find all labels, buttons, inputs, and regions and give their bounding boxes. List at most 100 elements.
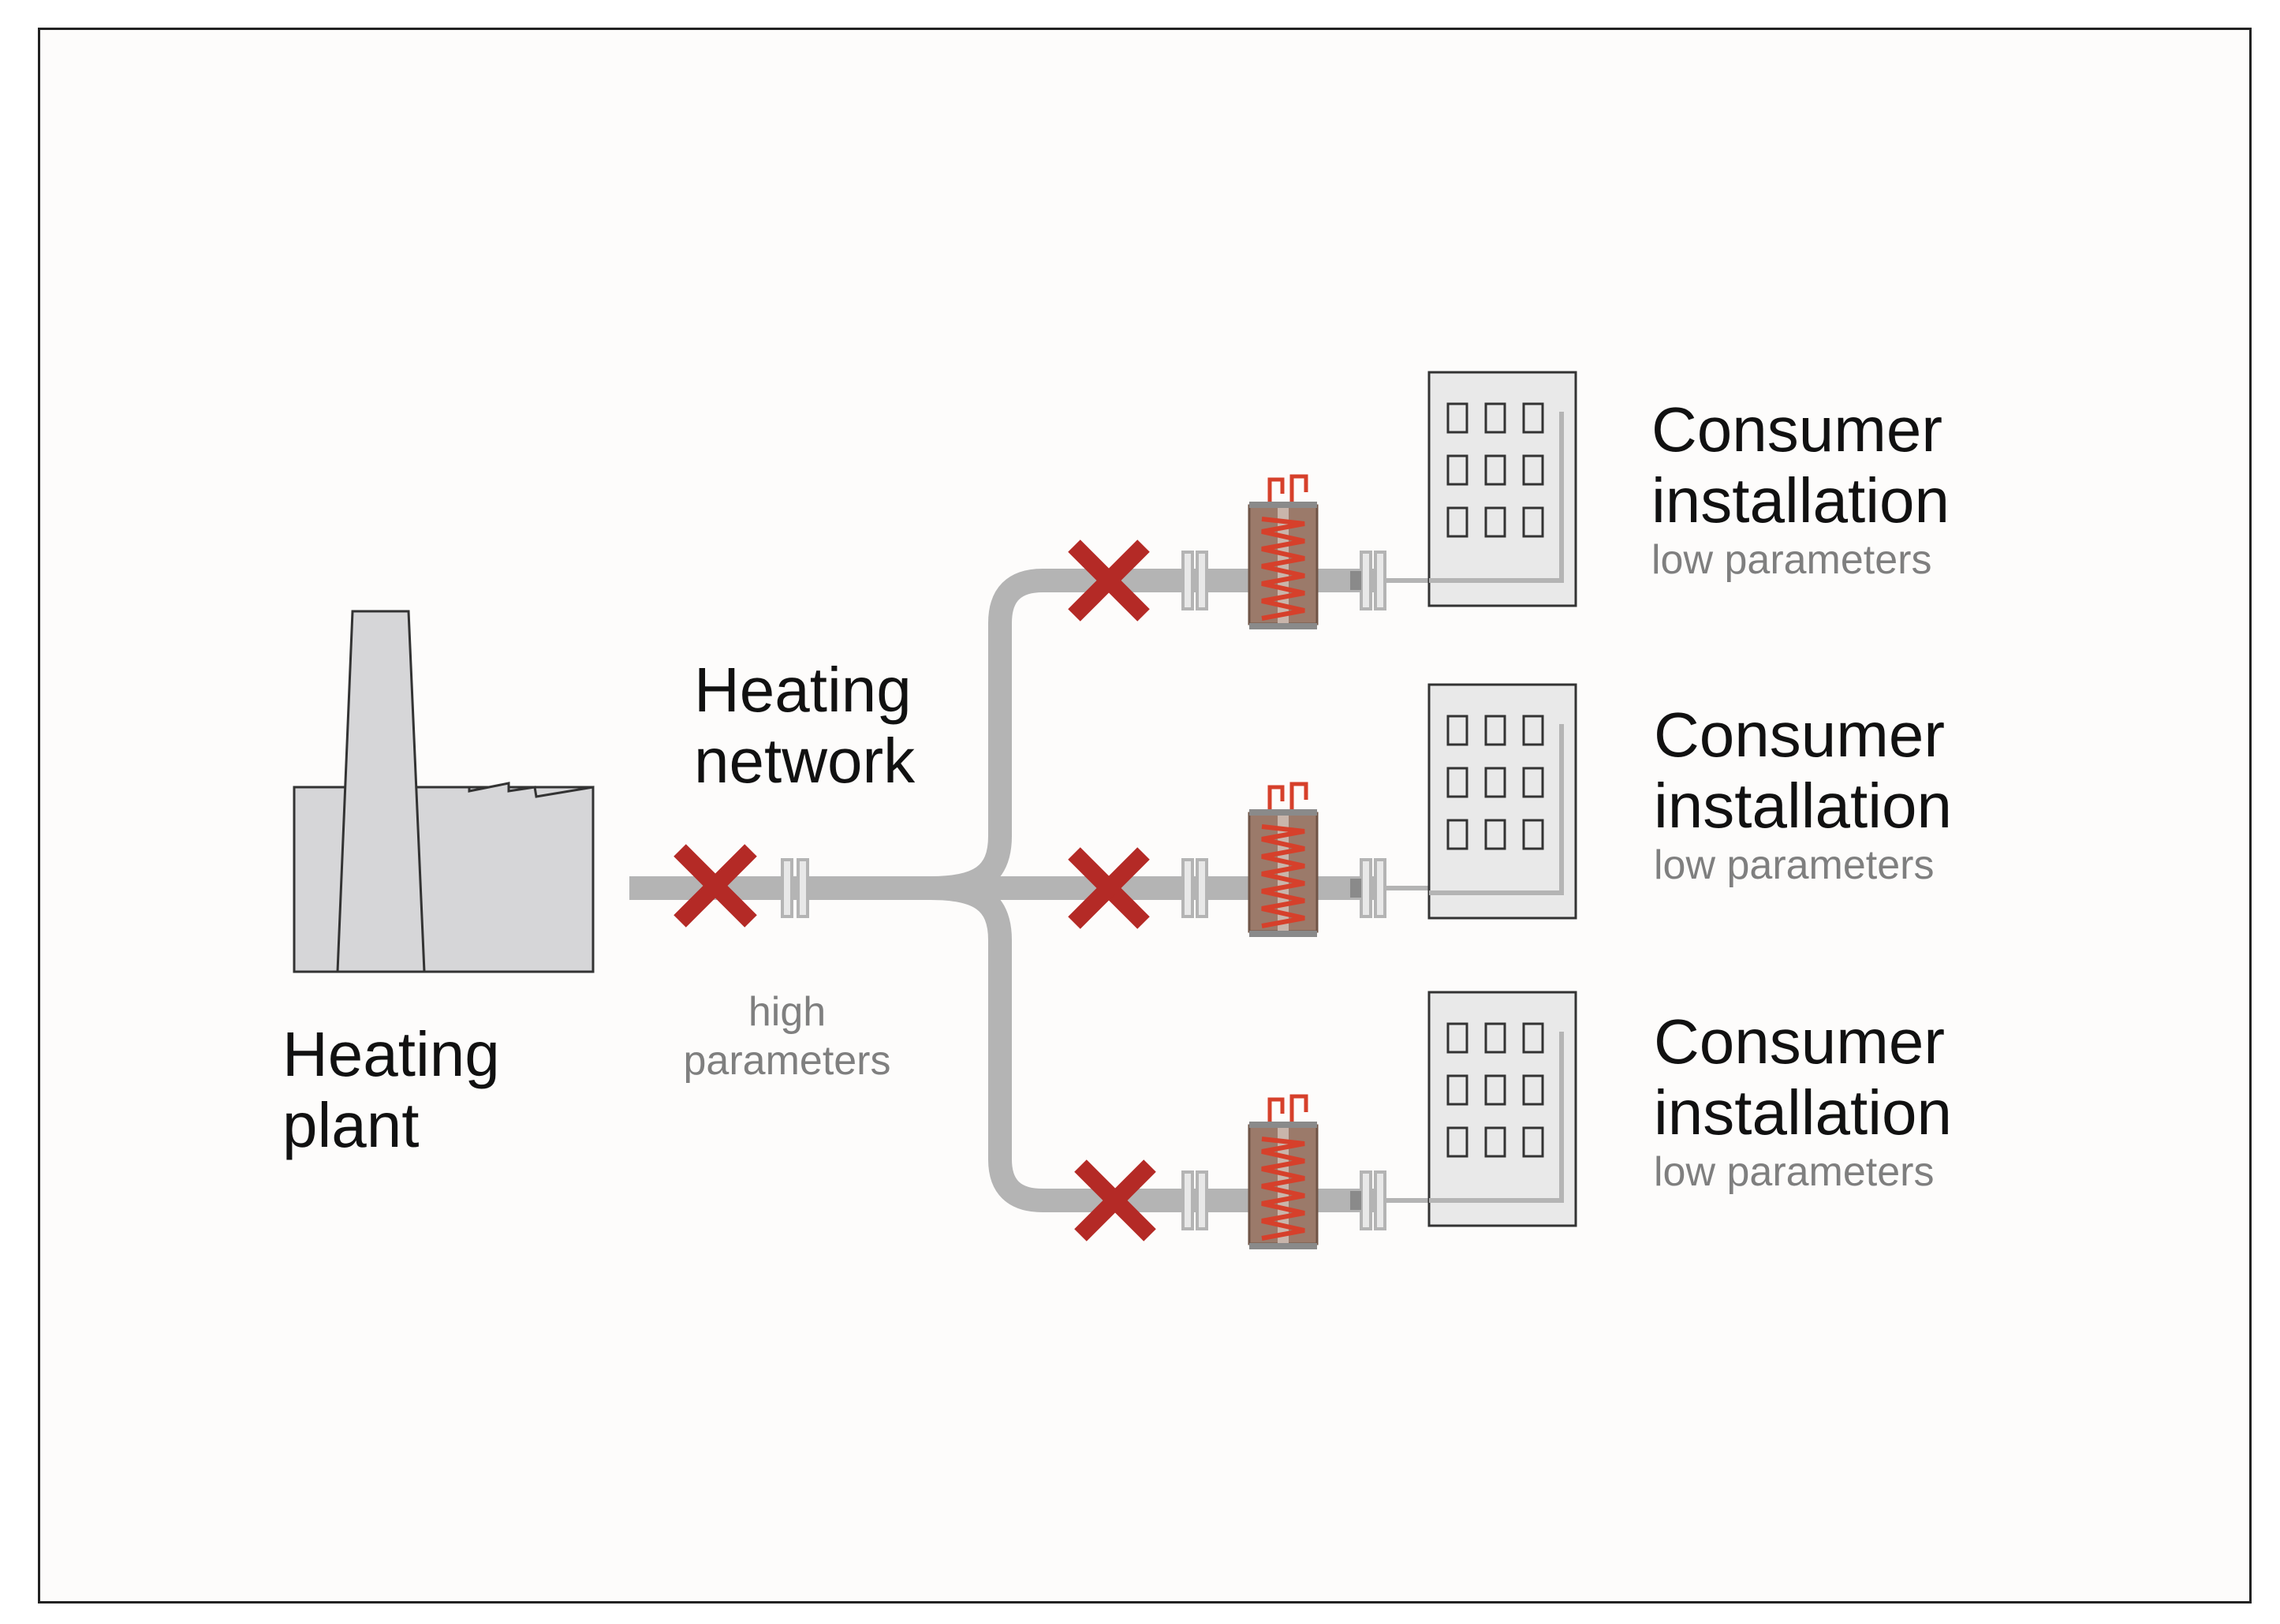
building-icon xyxy=(1427,991,1577,1227)
exchanger-coil xyxy=(1261,824,1305,928)
building-window xyxy=(1484,767,1506,798)
pipe-coupling xyxy=(1350,571,1361,590)
cross-stroke xyxy=(1074,1159,1156,1241)
pipe-flange-icon xyxy=(1374,858,1386,918)
heating-network-label-line2: network xyxy=(694,725,916,796)
building-icon xyxy=(1427,371,1577,607)
heat-exchanger-icon xyxy=(1248,474,1319,629)
building-window xyxy=(1484,1126,1506,1158)
building-window xyxy=(1522,506,1544,538)
building-window xyxy=(1446,819,1468,850)
building-window xyxy=(1484,454,1506,486)
consumer-2-line2: installation xyxy=(1654,770,1953,841)
consumer-3-line2: installation xyxy=(1654,1077,1953,1148)
cross-mark-icon xyxy=(1068,847,1150,929)
consumer-label-2: Consumer installation low parameters xyxy=(1654,700,1952,890)
heat-exchanger-icon xyxy=(1248,782,1319,937)
consumer-1-line1: Consumer xyxy=(1651,394,1943,465)
building-window xyxy=(1484,402,1506,434)
building-window xyxy=(1446,1022,1468,1054)
exchanger-piping xyxy=(1267,1094,1308,1122)
building-window xyxy=(1484,506,1506,538)
building-riser xyxy=(1429,1032,1564,1203)
building-window xyxy=(1446,506,1468,538)
exchanger-cap xyxy=(1249,809,1317,816)
building-window xyxy=(1522,402,1544,434)
building-window xyxy=(1446,715,1468,746)
pipe-flange-icon xyxy=(1196,551,1208,610)
exchanger-cap xyxy=(1249,502,1317,508)
pipe-flange-icon xyxy=(1196,1170,1208,1230)
consumer-3-params: low parameters xyxy=(1654,1149,1935,1196)
consumer-1-params: low parameters xyxy=(1651,537,1932,584)
building-window xyxy=(1522,454,1544,486)
consumer-2-params: low parameters xyxy=(1654,842,1935,889)
pipe-flange-icon xyxy=(1181,858,1194,918)
high-parameters-line2: parameters xyxy=(683,1038,891,1085)
exchanger-piping xyxy=(1267,782,1308,809)
heating-plant-label: Heating plant xyxy=(282,1019,500,1160)
building-window xyxy=(1522,715,1544,746)
building-window xyxy=(1484,819,1506,850)
consumer-branch-1 xyxy=(1068,371,1577,629)
factory-icon xyxy=(293,610,595,973)
consumer-3-line1: Consumer xyxy=(1654,1006,1946,1077)
exchanger-base xyxy=(1249,1243,1317,1249)
heat-exchanger-icon xyxy=(1248,1094,1319,1249)
building-window xyxy=(1446,767,1468,798)
building-window xyxy=(1522,1074,1544,1106)
pipe-coupling xyxy=(1350,1191,1361,1210)
exchanger-piping xyxy=(1267,474,1308,502)
exchanger-base xyxy=(1249,623,1317,629)
pipe-flange-icon xyxy=(1374,551,1386,610)
building-body xyxy=(1427,683,1577,920)
building-window xyxy=(1522,1022,1544,1054)
exchanger-cap xyxy=(1249,1122,1317,1128)
pipe-coupling xyxy=(1350,879,1361,898)
pipe-flange-icon xyxy=(1360,1170,1372,1230)
pipe-flange-icon xyxy=(1360,551,1372,610)
consumer-label-3: Consumer installation low parameters xyxy=(1654,1006,1952,1197)
pipe-flange-icon xyxy=(1181,1170,1194,1230)
building-window xyxy=(1484,715,1506,746)
pipe-flange-icon xyxy=(781,858,809,918)
heating-plant-label-line1: Heating xyxy=(282,1019,500,1089)
exchanger-coil xyxy=(1261,1137,1305,1241)
building-window xyxy=(1446,454,1468,486)
building-window xyxy=(1522,767,1544,798)
pipe-flange-icon xyxy=(1374,1170,1386,1230)
consumer-branch-3 xyxy=(1074,991,1577,1249)
cross-mark-icon xyxy=(1074,1159,1156,1241)
building-window xyxy=(1522,819,1544,850)
building-window xyxy=(1484,1022,1506,1054)
heating-network-label: Heating network xyxy=(694,655,915,796)
consumer-branch-2 xyxy=(1068,683,1577,937)
high-parameters-label: high parameters xyxy=(669,987,905,1086)
building-riser xyxy=(1429,412,1564,583)
building-riser xyxy=(1429,724,1564,895)
cross-stroke xyxy=(1068,539,1150,622)
pipe-flange-icon xyxy=(1196,858,1208,918)
building-window xyxy=(1522,1126,1544,1158)
building-icon xyxy=(1427,683,1577,920)
cross-mark-icon xyxy=(1068,539,1150,622)
high-parameters-line1: high xyxy=(748,989,827,1035)
cross-mark-icon xyxy=(674,844,757,928)
building-body xyxy=(1427,371,1577,607)
building-window xyxy=(1446,402,1468,434)
exchanger-base xyxy=(1249,931,1317,937)
consumer-1-line2: installation xyxy=(1651,465,1950,536)
cross-stroke xyxy=(1068,847,1150,929)
exchanger-coil xyxy=(1261,517,1305,621)
building-body xyxy=(1427,991,1577,1227)
heating-network-label-line1: Heating xyxy=(694,655,912,725)
building-window xyxy=(1446,1074,1468,1106)
pipe-network xyxy=(629,569,1183,1212)
pipe-flange-icon xyxy=(1360,858,1372,918)
consumer-2-line1: Consumer xyxy=(1654,700,1946,770)
building-window xyxy=(1484,1074,1506,1106)
building-window xyxy=(1446,1126,1468,1158)
heating-plant-label-line2: plant xyxy=(282,1089,420,1160)
pipe-flange-icon xyxy=(1181,551,1194,610)
